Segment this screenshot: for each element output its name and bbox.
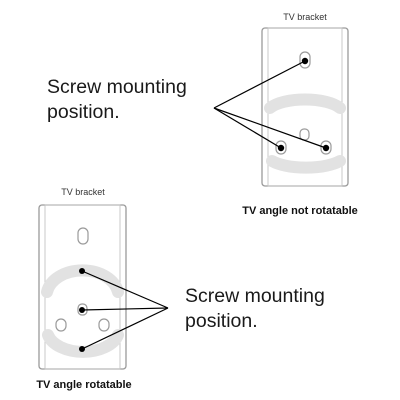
bottom-leader-lines (81, 270, 169, 350)
bottom-callout-line2: position. (185, 310, 258, 332)
bottom-leader-line-upper (81, 270, 169, 309)
top-caption: TV angle not rotatable (242, 205, 358, 217)
top-leader-line-right (213, 107, 327, 149)
top-leader-lines (213, 60, 327, 149)
bottom-upper-slot-hole (77, 227, 89, 245)
bottom-left-hole (55, 318, 67, 332)
top-leader-line-left (213, 107, 282, 149)
bottom-bracket-plate (38, 204, 127, 370)
top-callout-line1: Screw mounting (47, 76, 187, 98)
top-diagram: TV bracket Screw mounting position. TV a… (47, 12, 358, 217)
top-callout-line2: position. (47, 101, 120, 123)
bottom-caption: TV angle rotatable (36, 379, 131, 391)
bottom-lower-arc-slot (42, 329, 124, 358)
top-center-hole (299, 128, 310, 141)
top-bracket-label: TV bracket (283, 12, 327, 22)
top-bracket-plate (261, 27, 349, 187)
bottom-callout-line1: Screw mounting (185, 285, 325, 307)
bottom-right-hole (98, 318, 110, 332)
bottom-leader-line-center (81, 307, 169, 311)
bottom-bracket-label: TV bracket (61, 187, 105, 197)
top-upper-arc-slot (264, 93, 346, 114)
top-leader-line-upper (213, 60, 306, 109)
top-lower-arc-slot (266, 155, 346, 174)
bottom-leader-line-lower (81, 307, 169, 350)
bottom-diagram: TV bracket Screw mounting position. TV a… (36, 187, 325, 391)
